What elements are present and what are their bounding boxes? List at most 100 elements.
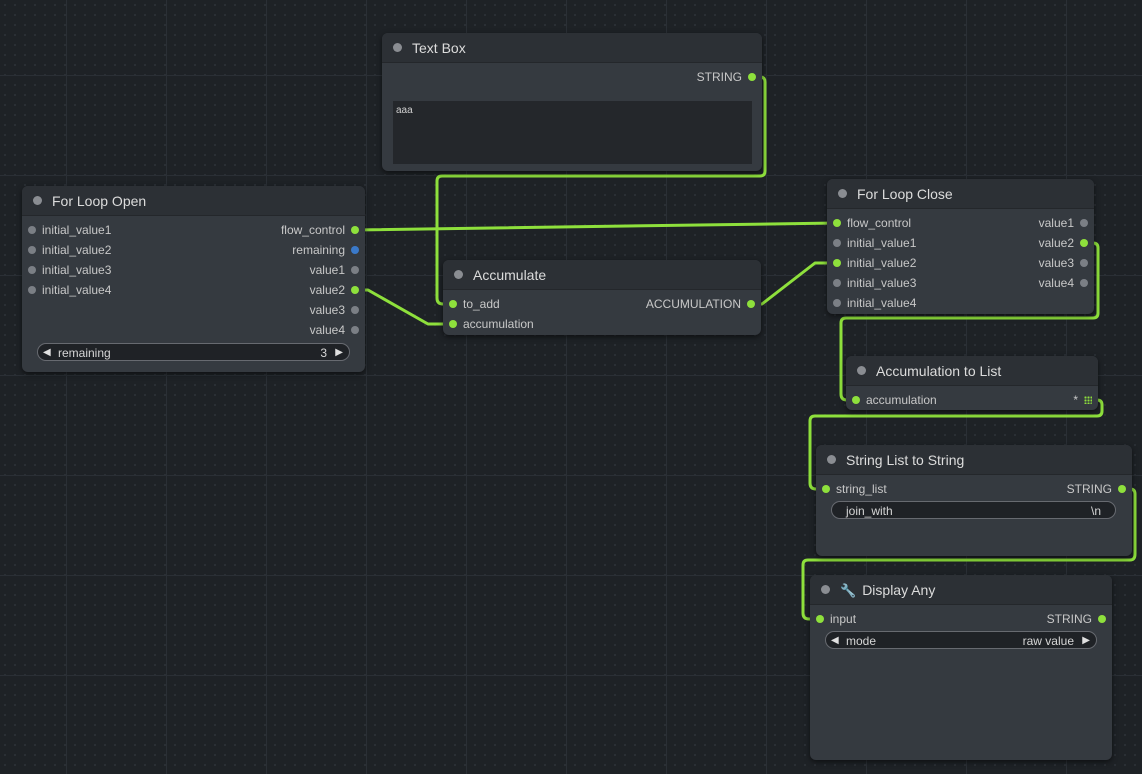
node-title-bar[interactable]: 🔧Display Any [810, 575, 1112, 605]
slot-dot-icon[interactable] [1080, 279, 1088, 287]
slot-dot-icon[interactable] [28, 226, 36, 234]
input-slot-to-add[interactable]: to_add [443, 294, 500, 314]
increment-arrow-icon[interactable]: ▶ [335, 347, 343, 358]
node-accumulation-to-list[interactable]: Accumulation to List accumulation * [846, 356, 1098, 410]
slot-dot-icon[interactable] [833, 299, 841, 307]
collapse-dot-icon[interactable] [827, 455, 836, 464]
node-title-bar[interactable]: Text Box [382, 33, 762, 63]
output-slot-value3[interactable]: value3 [310, 300, 365, 320]
node-title-bar[interactable]: For Loop Close [827, 179, 1094, 209]
slot-dot-icon[interactable] [28, 266, 36, 274]
list-grid-icon[interactable] [1084, 396, 1092, 404]
output-slot-string[interactable]: STRING [1047, 609, 1112, 629]
slot-dot-icon[interactable] [748, 73, 756, 81]
slot-dot-icon[interactable] [1080, 239, 1088, 247]
node-title: Accumulation to List [876, 363, 1002, 379]
slot-label: STRING [696, 70, 742, 84]
input-slot-initial-value3[interactable]: initial_value3 [22, 260, 111, 280]
output-slot-value3[interactable]: value3 [1039, 253, 1094, 273]
slot-dot-icon[interactable] [816, 615, 824, 623]
output-slot-string[interactable]: STRING [1067, 479, 1132, 499]
slot-dot-icon[interactable] [449, 300, 457, 308]
slot-dot-icon[interactable] [822, 485, 830, 493]
node-for-loop-close[interactable]: For Loop Close flow_control initial_valu… [827, 179, 1094, 314]
slot-label: ACCUMULATION [645, 297, 741, 311]
slot-label: initial_value2 [42, 243, 112, 257]
slot-dot-icon[interactable] [28, 286, 36, 294]
slot-dot-icon[interactable] [28, 246, 36, 254]
link-flow-control[interactable] [353, 221, 839, 232]
decrement-arrow-icon[interactable]: ◀ [43, 347, 51, 358]
input-slot-initial-value1[interactable]: initial_value1 [827, 233, 916, 253]
slot-dot-icon[interactable] [351, 326, 359, 334]
slot-dot-icon[interactable] [747, 300, 755, 308]
slot-label: initial_value1 [42, 223, 112, 237]
node-accumulate[interactable]: Accumulate to_add accumulation ACCUMULAT… [443, 260, 761, 335]
input-slot-initial-value1[interactable]: initial_value1 [22, 220, 111, 240]
slot-dot-icon[interactable] [1080, 259, 1088, 267]
slot-dot-icon[interactable] [833, 259, 841, 267]
node-title-bar[interactable]: Accumulate [443, 260, 761, 290]
remaining-number-widget[interactable]: ◀ remaining 3 ▶ [37, 343, 350, 361]
node-title: Display Any [862, 582, 936, 598]
output-slot-remaining[interactable]: remaining [292, 240, 365, 260]
output-slot-list[interactable]: * [1073, 390, 1098, 410]
link-accumulation-to-close[interactable] [750, 261, 839, 306]
node-for-loop-open[interactable]: For Loop Open initial_value1 initial_val… [22, 186, 365, 372]
collapse-dot-icon[interactable] [33, 196, 42, 205]
input-slot-accumulation[interactable]: accumulation [443, 314, 534, 334]
output-slot-accumulation[interactable]: ACCUMULATION [646, 294, 761, 314]
mode-combo-widget[interactable]: ◀ mode raw value ▶ [825, 631, 1097, 649]
input-slot-initial-value2[interactable]: initial_value2 [827, 253, 916, 273]
slot-dot-icon[interactable] [852, 396, 860, 404]
slot-dot-icon[interactable] [351, 306, 359, 314]
input-slot-string-list[interactable]: string_list [816, 479, 887, 499]
link-value2-to-accumulation[interactable] [353, 288, 455, 326]
slot-dot-icon[interactable] [1098, 615, 1106, 623]
join-with-text-widget[interactable]: join_with \n [831, 501, 1116, 519]
input-slot-initial-value3[interactable]: initial_value3 [827, 273, 916, 293]
previous-arrow-icon[interactable]: ◀ [831, 635, 839, 646]
slot-dot-icon[interactable] [1118, 485, 1126, 493]
input-slot-initial-value2[interactable]: initial_value2 [22, 240, 111, 260]
node-title: Accumulate [473, 267, 547, 283]
output-slot-string[interactable]: STRING [697, 67, 762, 87]
input-slot-initial-value4[interactable]: initial_value4 [827, 293, 916, 313]
node-text-box[interactable]: Text Box STRING aaa [382, 33, 762, 171]
input-slot-accumulation[interactable]: accumulation [846, 390, 937, 410]
node-string-list-to-string[interactable]: String List to String string_list STRING… [816, 445, 1132, 556]
output-slot-value4[interactable]: value4 [1039, 273, 1094, 293]
node-title-bar[interactable]: String List to String [816, 445, 1132, 475]
output-slot-value1[interactable]: value1 [310, 260, 365, 280]
output-slot-value4[interactable]: value4 [310, 320, 365, 340]
text-input[interactable]: aaa [393, 101, 752, 164]
collapse-dot-icon[interactable] [838, 189, 847, 198]
widget-label: join_with [846, 504, 893, 518]
node-title-bar[interactable]: Accumulation to List [846, 356, 1098, 386]
output-slot-value1[interactable]: value1 [1039, 213, 1094, 233]
next-arrow-icon[interactable]: ▶ [1082, 635, 1090, 646]
input-slot-input[interactable]: input [810, 609, 856, 629]
slot-label: accumulation [463, 317, 534, 331]
collapse-dot-icon[interactable] [857, 366, 866, 375]
collapse-dot-icon[interactable] [821, 585, 830, 594]
output-slot-value2[interactable]: value2 [310, 280, 365, 300]
slot-dot-icon[interactable] [833, 279, 841, 287]
slot-dot-icon[interactable] [833, 239, 841, 247]
slot-dot-icon[interactable] [833, 219, 841, 227]
output-slot-flow-control[interactable]: flow_control [281, 220, 365, 240]
slot-dot-icon[interactable] [351, 226, 359, 234]
node-display-any[interactable]: 🔧Display Any input STRING ◀ mode raw val… [810, 575, 1112, 760]
slot-dot-icon[interactable] [1080, 219, 1088, 227]
input-slot-initial-value4[interactable]: initial_value4 [22, 280, 111, 300]
slot-dot-icon[interactable] [351, 286, 359, 294]
slot-dot-icon[interactable] [449, 320, 457, 328]
slot-label: initial_value3 [847, 276, 917, 290]
node-title-bar[interactable]: For Loop Open [22, 186, 365, 216]
slot-dot-icon[interactable] [351, 266, 359, 274]
input-slot-flow-control[interactable]: flow_control [827, 213, 911, 233]
collapse-dot-icon[interactable] [393, 43, 402, 52]
collapse-dot-icon[interactable] [454, 270, 463, 279]
slot-dot-icon[interactable] [351, 246, 359, 254]
output-slot-value2[interactable]: value2 [1039, 233, 1094, 253]
